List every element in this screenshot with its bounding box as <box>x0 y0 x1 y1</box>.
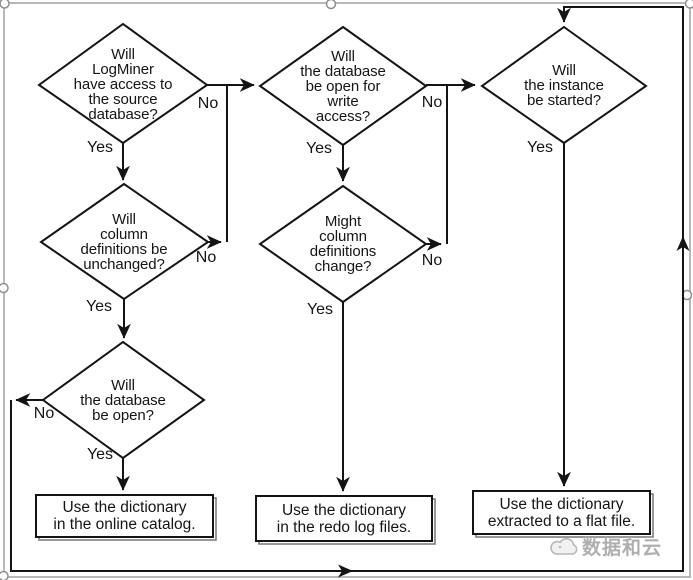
result-online-catalog-label: Use the dictionary in the online catalog… <box>53 499 196 533</box>
result-redo-log-label: Use the dictionary in the redo log files… <box>276 501 412 536</box>
branch-no-label: No <box>33 405 55 422</box>
decision-source-access-label: Will LogMiner have access to the source … <box>73 46 173 123</box>
branch-yes-label: Yes <box>305 140 333 157</box>
decision-db-open-label: Will the database be open? <box>80 377 166 424</box>
watermark: 数据和云 <box>549 533 662 560</box>
resize-handle-top-center[interactable] <box>325 0 337 10</box>
result-flat-file-label: Use the dictionary extracted to a flat f… <box>487 495 636 530</box>
decision-db-open-diamond <box>41 340 206 460</box>
edge-feedback-loop <box>10 6 684 572</box>
branch-no-label: No <box>421 94 443 111</box>
resize-handle-left-center[interactable] <box>0 282 9 294</box>
feedback-arrow-up <box>676 236 690 251</box>
data-cloud-logo-icon <box>550 537 578 555</box>
decision-write-access-diamond <box>258 25 428 147</box>
branch-no-label: No <box>195 249 217 266</box>
resize-handle-top-right[interactable] <box>684 0 693 9</box>
result-flat-file-box <box>472 490 651 535</box>
decision-instance-started-label: Will the instance be started? <box>524 62 604 109</box>
decision-column-unchanged-label: Will column definitions be unchanged? <box>80 211 168 273</box>
decision-column-change-diamond <box>258 184 428 304</box>
result-online-catalog-box <box>35 494 214 538</box>
branch-yes-label: Yes <box>86 446 114 463</box>
decision-column-unchanged-diamond <box>39 182 210 301</box>
resize-handle-top-left[interactable] <box>0 0 10 9</box>
branch-no-label: No <box>421 252 443 269</box>
watermark-text: 数据和云 <box>582 538 663 559</box>
branch-yes-label: Yes <box>85 298 113 315</box>
decision-source-access-diamond <box>37 22 209 145</box>
decision-write-access-label: Will the database be open for write acce… <box>300 48 386 125</box>
resize-handle-bottom-left[interactable] <box>0 570 9 580</box>
branch-yes-label: Yes <box>306 301 334 318</box>
result-redo-log-box <box>255 495 433 542</box>
decision-column-change-label: Might column definitions change? <box>309 213 377 275</box>
feedback-arrow-right <box>338 564 353 578</box>
branch-yes-label: Yes <box>86 139 114 156</box>
decision-instance-started-diamond <box>480 25 648 145</box>
branch-no-label: No <box>197 95 219 112</box>
branch-yes-label: Yes <box>526 139 554 156</box>
